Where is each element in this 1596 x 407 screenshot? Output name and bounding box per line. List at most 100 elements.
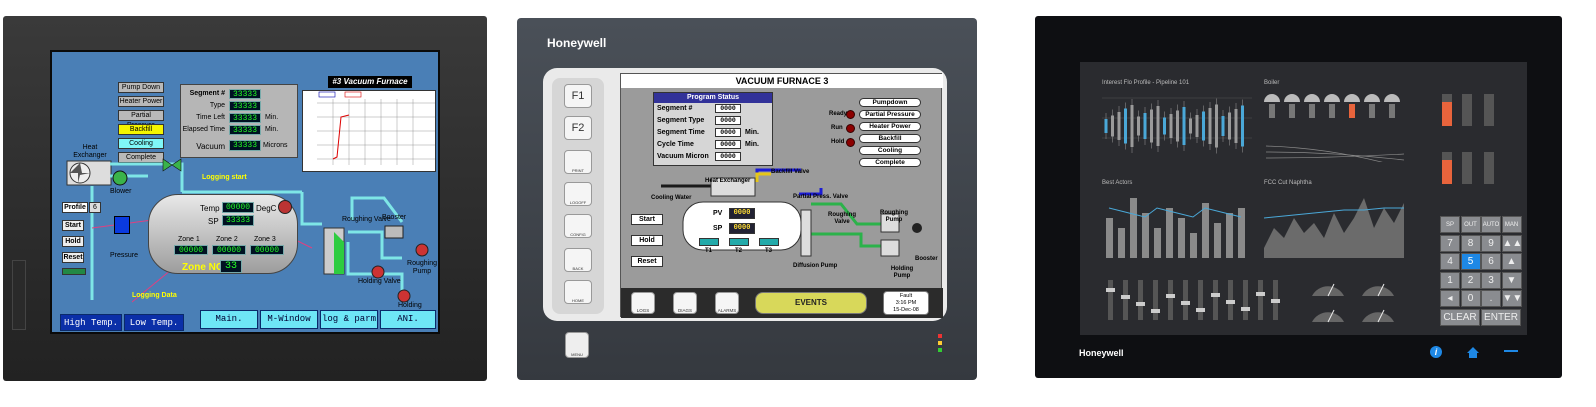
program-status-row-label: Segment Time xyxy=(657,129,705,136)
keypad-key[interactable]: 2 xyxy=(1460,271,1481,289)
nav-main[interactable]: Main. xyxy=(200,310,258,329)
diags-button[interactable]: DIAGS xyxy=(673,292,697,314)
keypad-key[interactable]: 1 xyxy=(1440,271,1460,289)
dial-needle xyxy=(1327,283,1335,297)
keypad-key[interactable]: AUTO xyxy=(1481,216,1501,233)
slider-bank[interactable] xyxy=(1102,274,1292,326)
pill-heater-power[interactable]: Heater Power xyxy=(859,122,921,131)
slider-thumb xyxy=(1136,302,1145,306)
pill-backfill[interactable]: Backfill xyxy=(859,134,921,143)
keypad-key[interactable]: 5 xyxy=(1460,253,1481,270)
profile-value[interactable]: 6 xyxy=(89,202,101,213)
home-icon[interactable] xyxy=(1466,346,1480,359)
keypad-key[interactable]: 0 xyxy=(1460,290,1481,307)
keypad-key[interactable]: OUT xyxy=(1460,216,1481,233)
keypad-key[interactable]: 7 xyxy=(1440,234,1460,252)
events-button[interactable]: EVENTS xyxy=(755,292,867,314)
boiler-level xyxy=(1349,104,1355,118)
ready-label: Ready xyxy=(829,111,848,117)
nav-low-temp[interactable]: Low Temp. xyxy=(124,314,184,331)
program-status-row-label: Segment Type xyxy=(657,117,705,124)
menu-key[interactable]: MENU xyxy=(565,332,589,358)
keypad-key[interactable]: SP xyxy=(1440,216,1460,233)
profile-bar xyxy=(1215,104,1218,148)
keypad-key[interactable]: 6 xyxy=(1481,253,1501,270)
keypad-key[interactable]: ▲ xyxy=(1501,253,1522,270)
status-cooling[interactable]: Cooling xyxy=(118,138,164,149)
dial-needle xyxy=(1327,309,1335,323)
zone-t3-label: T3 xyxy=(765,248,773,254)
program-status-row-unit: Min. xyxy=(745,129,759,136)
dial-arc xyxy=(1362,312,1394,322)
pill-cooling[interactable]: Cooling xyxy=(859,146,921,155)
f1-key[interactable]: F1 xyxy=(564,84,592,108)
status-heater-power[interactable]: Heater Power xyxy=(118,96,164,107)
keypad-key[interactable]: ◂ xyxy=(1440,290,1460,307)
profile-bar xyxy=(1163,117,1166,135)
type-value: 33333 xyxy=(229,101,261,111)
level-bars xyxy=(1442,94,1494,184)
nav-ani[interactable]: ANI. xyxy=(380,310,436,329)
start-button[interactable]: Start xyxy=(62,220,84,231)
keypad-key[interactable]: . xyxy=(1481,290,1501,307)
keypad-key[interactable]: ENTER xyxy=(1481,308,1521,326)
reset-button[interactable]: Reset xyxy=(62,252,84,263)
keypad-key[interactable]: CLEAR xyxy=(1440,308,1480,326)
profile-bar xyxy=(1143,113,1147,139)
info-icon[interactable]: i xyxy=(1430,346,1442,358)
status-backfill[interactable]: Backfill xyxy=(118,124,164,135)
print-key[interactable]: PRINT xyxy=(564,150,592,174)
profile-bar xyxy=(1195,115,1199,137)
nav-m-window[interactable]: M-Window xyxy=(260,310,318,329)
keypad-key[interactable]: 9 xyxy=(1481,234,1501,252)
slider-thumb xyxy=(1256,292,1265,296)
keypad-key[interactable]: 3 xyxy=(1481,271,1501,289)
segment-value: 33333 xyxy=(229,89,261,99)
keypad-key[interactable]: 8 xyxy=(1460,234,1481,252)
elapsed-unit: Min. xyxy=(265,126,279,133)
program-status-row-value: 0000 xyxy=(715,116,741,125)
boiler-level xyxy=(1389,104,1395,118)
start-button-2[interactable]: Start xyxy=(631,214,663,225)
config-key[interactable]: CONFIG xyxy=(564,214,592,238)
nav-log-parm[interactable]: log & parm xyxy=(320,310,378,329)
keypad-key[interactable]: MAN xyxy=(1501,216,1522,233)
profile-bar xyxy=(1228,112,1231,140)
temp-unit: DegC xyxy=(256,204,277,213)
back-key[interactable]: BACK xyxy=(564,248,592,272)
screen-title-2: VACUUM FURNACE 3 xyxy=(621,74,943,88)
zone-no-label: Zone NO. xyxy=(182,262,227,273)
profile-bar xyxy=(1169,114,1173,138)
pill-pumpdown[interactable]: Pumpdown xyxy=(859,98,921,107)
reset-button-2[interactable]: Reset xyxy=(631,256,663,267)
fault-box[interactable]: Fault 3:16 PM 15-Dec-08 xyxy=(883,291,929,315)
keypad-key[interactable]: ▼ xyxy=(1501,271,1522,289)
slider-thumb xyxy=(1271,299,1280,303)
home-key[interactable]: HOME xyxy=(564,280,592,304)
hold-button-2[interactable]: Hold xyxy=(631,235,663,246)
heat-exchanger-label: Heat Exchanger xyxy=(73,144,107,159)
boiler-level xyxy=(1369,104,1375,118)
screen-title: #3 Vacuum Furnace xyxy=(328,76,412,88)
boiler-level xyxy=(1289,104,1295,118)
minimize-icon[interactable] xyxy=(1504,350,1518,352)
keypad-key[interactable]: ▼▼ xyxy=(1501,290,1522,307)
f2-key[interactable]: F2 xyxy=(564,116,592,140)
alarms-button[interactable]: ALARMS xyxy=(715,292,739,314)
dial-arc xyxy=(1312,286,1344,296)
program-status-row-unit: Min. xyxy=(745,141,759,148)
logoff-key[interactable]: LOGOFF xyxy=(564,182,592,206)
pill-complete[interactable]: Complete xyxy=(859,158,921,167)
hold-button[interactable]: Hold xyxy=(62,236,84,247)
status-pump-down[interactable]: Pump Down xyxy=(118,82,164,93)
profile-bar xyxy=(1104,119,1108,133)
keypad-key[interactable]: ▲▲ xyxy=(1501,234,1522,252)
keypad-key[interactable]: 4 xyxy=(1440,253,1460,270)
chart3-title: Best Actors xyxy=(1102,180,1133,186)
profile-bar xyxy=(1150,109,1153,143)
logs-button[interactable]: LOGS xyxy=(631,292,655,314)
pill-partial-pressure[interactable]: Partial Pressure xyxy=(859,110,921,119)
program-status-row-value: 0000 xyxy=(715,152,741,161)
nav-high-temp[interactable]: High Temp. xyxy=(60,314,122,331)
